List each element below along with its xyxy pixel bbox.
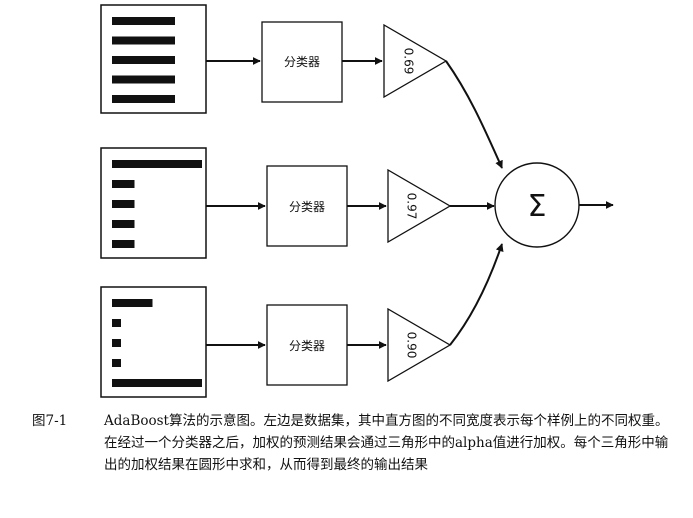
dataset-box-1: [100, 4, 207, 114]
weight-triangle-3: [387, 307, 452, 383]
dataset-bars-1: [112, 17, 175, 103]
sample-weight-bar: [112, 359, 121, 367]
sample-weight-bar: [112, 56, 175, 64]
weight-triangle-1: [383, 23, 448, 99]
weight-label-3: 0.90: [405, 332, 419, 359]
dataset-bars-2: [112, 160, 202, 248]
sample-weight-bar: [112, 339, 121, 347]
dataset-bars-3: [112, 299, 202, 387]
sample-weight-bar: [112, 299, 153, 307]
weight-triangle-2: [387, 168, 452, 244]
dataset-box-2: [100, 147, 207, 259]
sum-symbol: Σ: [528, 189, 547, 224]
figure-number: 图7-1: [32, 413, 68, 429]
dataset-box-3: [100, 286, 207, 398]
sample-weight-bar: [112, 17, 175, 25]
sample-weight-bar: [112, 36, 175, 45]
sample-weight-bar: [112, 200, 135, 208]
sample-weight-bar: [112, 95, 175, 103]
sample-weight-bar: [112, 379, 202, 387]
weight-label-2: 0.97: [405, 193, 419, 220]
sample-weight-bar: [112, 319, 121, 327]
sample-weight-bar: [112, 160, 202, 168]
adaboost-diagram: 分类器 0.69 分类器 0.97 分类器 0.90 Σ: [100, 4, 614, 398]
sample-weight-bar: [112, 75, 175, 84]
sample-weight-bar: [112, 180, 135, 188]
sample-weight-bar: [112, 240, 135, 248]
weight-label-1: 0.69: [402, 48, 416, 75]
classifier-label-1: 分类器: [284, 55, 320, 69]
arrow-weight-to-sum-3: [449, 243, 504, 346]
caption-text: AdaBoost算法的示意图。左边是数据集，其中直方图的不同宽度表示每个样例上的…: [104, 413, 669, 473]
classifier-label-2: 分类器: [289, 200, 325, 214]
sample-weight-bar: [112, 220, 135, 228]
arrow-weight-to-sum-1: [445, 60, 503, 169]
classifier-label-3: 分类器: [289, 339, 325, 353]
